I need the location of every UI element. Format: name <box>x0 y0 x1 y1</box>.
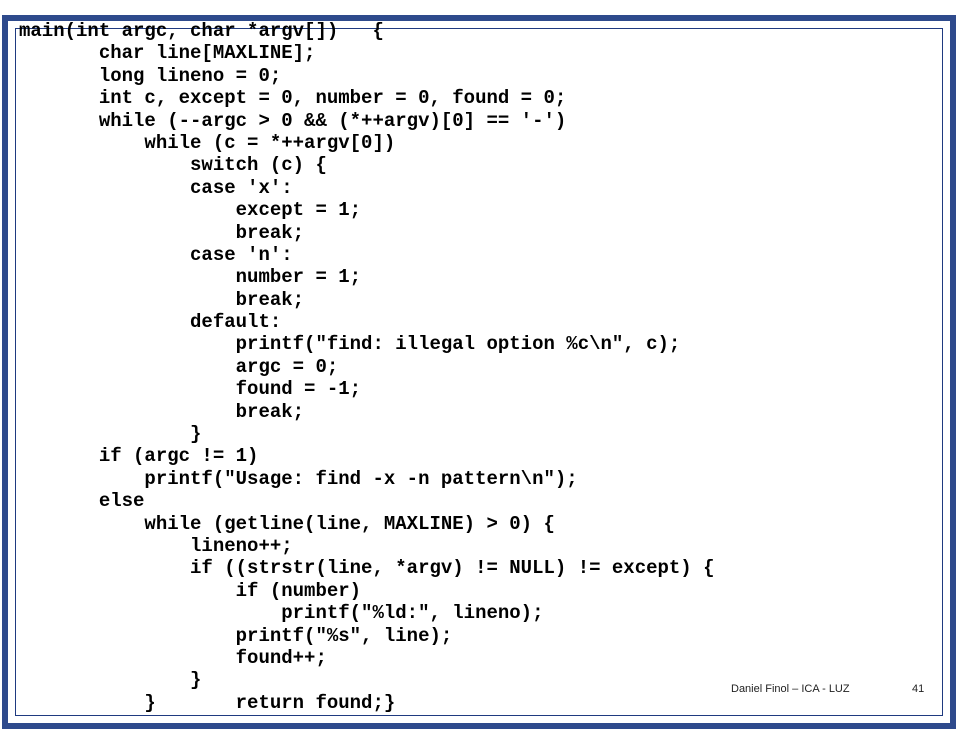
code-line: int c, except = 0, number = 0, found = 0… <box>19 87 567 110</box>
code-line: while (getline(line, MAXLINE) > 0) { <box>19 512 555 535</box>
code-line: main(int argc, char *argv[]) { <box>19 20 384 42</box>
code-line: default: <box>19 311 282 334</box>
page-number: 41 <box>912 683 925 695</box>
code-line: number = 1; <box>19 266 362 289</box>
slide-frame-outer <box>2 15 956 729</box>
code-line: case 'x': <box>19 176 293 199</box>
code-line: if (argc != 1) <box>19 445 259 468</box>
code-line: else <box>19 490 145 513</box>
code-line: if (number) <box>19 579 362 602</box>
footer-author: Daniel Finol – ICA - LUZ <box>731 683 850 695</box>
code-line: switch (c) { <box>19 154 327 177</box>
code-line: case 'n': <box>19 243 293 266</box>
code-line: break; <box>19 288 305 311</box>
code-line: argc = 0; <box>19 355 339 378</box>
slide-frame-inner <box>15 28 943 716</box>
code-line: } return found;} <box>19 691 396 714</box>
code-line: break; <box>19 400 305 423</box>
code-line: break; <box>19 221 305 244</box>
code-line: char line[MAXLINE]; <box>19 42 316 65</box>
code-line: } <box>19 669 202 692</box>
code-line: while (--argc > 0 && (*++argv)[0] == '-'… <box>19 109 567 132</box>
code-line: printf("%s", line); <box>19 624 453 647</box>
code-line: long lineno = 0; <box>19 64 282 87</box>
code-line: found = -1; <box>19 378 362 401</box>
code-line: found++; <box>19 646 327 669</box>
code-line: printf("%ld:", lineno); <box>19 602 544 625</box>
code-block: main(int argc, char *argv[]) { char line… <box>19 20 715 714</box>
code-line: printf("find: illegal option %c\n", c); <box>19 333 681 356</box>
code-line: if ((strstr(line, *argv) != NULL) != exc… <box>19 557 715 580</box>
code-line: printf("Usage: find -x -n pattern\n"); <box>19 467 578 490</box>
code-line: } <box>19 423 202 446</box>
code-line: except = 1; <box>19 199 362 222</box>
code-line: lineno++; <box>19 534 293 557</box>
code-line: while (c = *++argv[0]) <box>19 131 396 154</box>
